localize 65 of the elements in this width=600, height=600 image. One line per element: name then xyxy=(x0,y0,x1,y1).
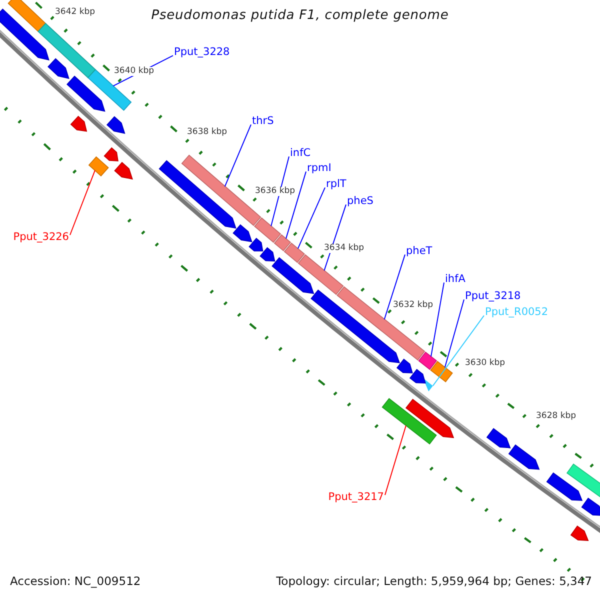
leader-line xyxy=(270,156,290,226)
gene-feature xyxy=(0,8,50,60)
gene-feature xyxy=(260,247,276,262)
gene-label: Pput_3218 xyxy=(465,291,521,303)
gene-label: Pput_3228 xyxy=(174,47,230,59)
scale-label: 3636 kbp xyxy=(255,187,296,196)
scale-label: 3638 kbp xyxy=(187,128,228,138)
leader-line xyxy=(430,282,444,357)
gene-feature xyxy=(104,147,118,162)
gene-feature xyxy=(158,160,236,229)
leader-line xyxy=(286,171,306,240)
gene-feature xyxy=(106,116,126,134)
scale-label: 3628 kbp xyxy=(536,412,576,422)
scale-label: 3642 kbp xyxy=(55,8,96,18)
diagram-title: Pseudomonas putida F1, complete genome xyxy=(151,9,449,24)
gene-bar xyxy=(254,217,282,243)
gene-bar xyxy=(88,156,109,176)
leader-line xyxy=(432,315,484,386)
gene-bar xyxy=(418,352,438,370)
gene-feature xyxy=(272,257,314,294)
gene-feature xyxy=(248,238,264,252)
gene-feature xyxy=(70,116,88,132)
gene-label: infC xyxy=(290,148,311,160)
gene-feature xyxy=(409,368,426,384)
gene-feature xyxy=(546,472,583,501)
gene-feature xyxy=(232,224,252,242)
gene-label: ihfA xyxy=(445,274,466,286)
gene-bar xyxy=(8,0,46,32)
gene-label: Pput_R0052 xyxy=(485,307,548,319)
scale-label: 3632 kbp xyxy=(393,301,434,310)
gene-feature xyxy=(114,162,133,180)
gene-bar xyxy=(298,254,344,296)
gene-feature xyxy=(508,444,540,470)
leader-line xyxy=(70,170,96,236)
gene-feature xyxy=(405,398,454,438)
gene-bar xyxy=(382,398,437,444)
gene-label: Pput_3226 xyxy=(13,232,69,244)
leader-line xyxy=(444,299,464,368)
gene-feature xyxy=(570,525,589,541)
gene-label: Pput_3217 xyxy=(328,492,384,504)
leader-line xyxy=(324,204,346,271)
gene-bar xyxy=(274,234,292,252)
gene-feature xyxy=(66,76,106,112)
leader-line xyxy=(384,254,406,320)
gene-label: pheS xyxy=(347,196,374,208)
gene-label: thrS xyxy=(252,116,274,128)
gene-feature xyxy=(486,428,511,448)
gene-label: rpmI xyxy=(307,163,332,175)
leader-line xyxy=(297,187,326,250)
leader-line xyxy=(384,425,406,496)
gene-bar xyxy=(430,360,453,382)
gene-bar xyxy=(38,22,96,78)
scale-label: 3640 kbp xyxy=(114,67,154,76)
scale-label: 3634 kbp xyxy=(324,244,364,254)
leader-line xyxy=(224,124,252,187)
gene-bar xyxy=(566,464,600,500)
gene-label: pheT xyxy=(406,246,432,258)
gene-feature xyxy=(48,58,70,79)
gene-bar xyxy=(284,242,305,263)
gene-label: rplT xyxy=(326,179,346,191)
scale-label: 3630 kbp xyxy=(465,359,506,368)
gene-feature xyxy=(581,498,600,516)
footer-text: Topology: circular; Length: 5,959,964 bp; Genes: 5,347 xyxy=(276,575,592,588)
footer-text: Accession: NC_009512 xyxy=(10,575,141,588)
gene-feature xyxy=(396,358,413,374)
